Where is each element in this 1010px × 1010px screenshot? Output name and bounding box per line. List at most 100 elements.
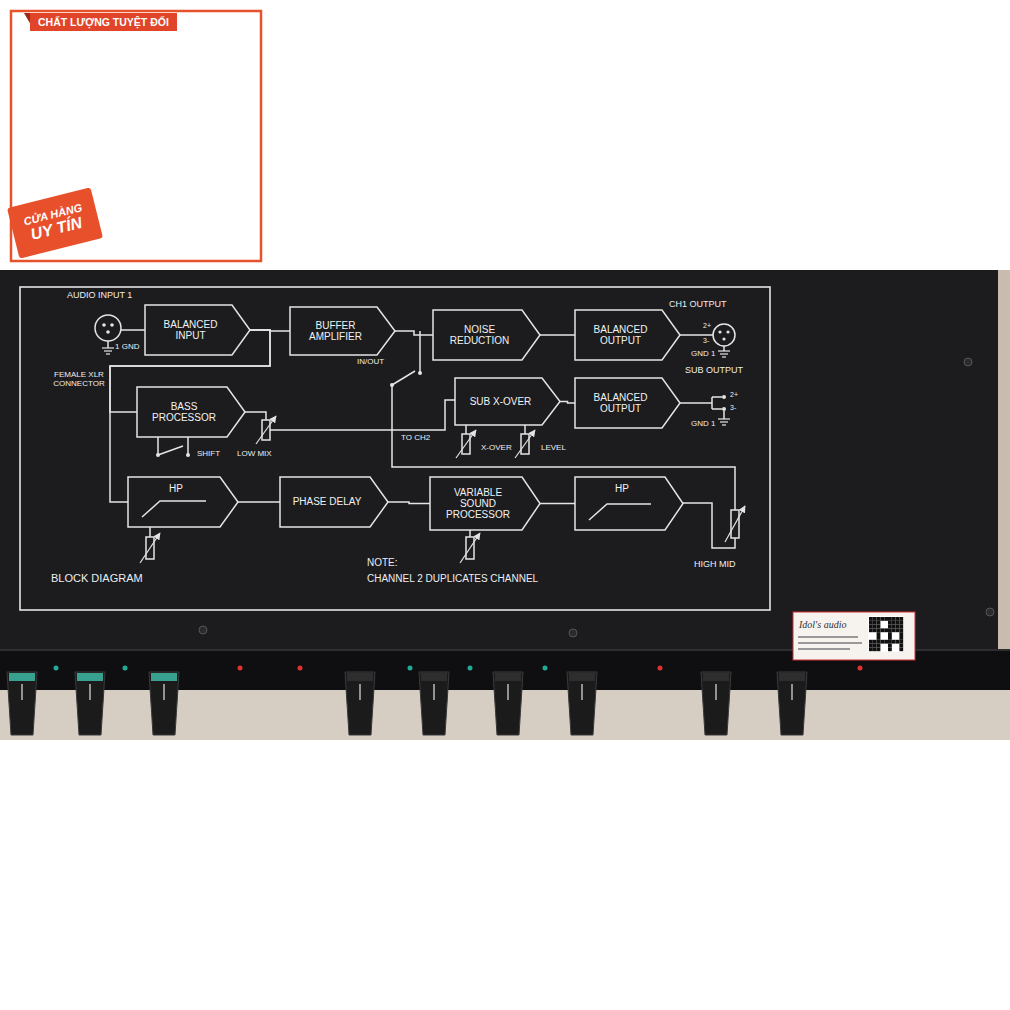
qr-cell — [899, 632, 903, 636]
signal-wire — [238, 501, 280, 503]
process-block: PHASE DELAY — [280, 477, 388, 527]
block-outline — [280, 477, 388, 527]
qr-cell — [869, 628, 873, 632]
knob — [149, 672, 179, 735]
knob-cap — [421, 673, 447, 681]
device-panel — [0, 270, 1010, 650]
knob-mark — [715, 684, 717, 700]
block-outline — [433, 310, 540, 360]
wire — [680, 402, 712, 404]
qr-cell — [873, 647, 877, 651]
wire — [149, 527, 151, 537]
diagram-label: 2+ — [729, 391, 739, 399]
diagram-label: TO CH2 — [400, 434, 431, 443]
block-outline — [290, 307, 395, 355]
wire — [121, 329, 145, 331]
qr-cell — [892, 625, 896, 629]
block-label: BALANCED OUTPUT — [581, 392, 660, 414]
block-label: HP — [134, 483, 218, 494]
knob-mark — [21, 684, 23, 700]
indicator-dot — [408, 666, 413, 671]
wire — [524, 425, 526, 434]
screw — [986, 608, 994, 616]
sticker-line — [798, 648, 850, 650]
qr-cell — [899, 636, 903, 640]
diagram-label: SHIFT — [196, 450, 221, 459]
knob — [75, 672, 105, 735]
wire — [187, 437, 189, 455]
diagram-label: X-OVER — [480, 444, 513, 453]
block-shape — [128, 477, 238, 527]
signal-wire — [110, 330, 270, 412]
block-label: BALANCED OUTPUT — [581, 324, 660, 346]
process-block: NOISE REDUCTION — [433, 310, 540, 360]
qr-cell — [896, 617, 900, 621]
qr-cell — [877, 647, 881, 651]
cardboard-edge — [998, 270, 1010, 650]
knob-mark — [163, 684, 165, 700]
diagram-label: LOW MIX — [236, 450, 273, 459]
knob — [7, 672, 37, 735]
diagram-label: 2+ — [702, 322, 712, 330]
block-label: HP — [581, 483, 663, 494]
knob-mark — [791, 684, 793, 700]
block-outline — [575, 310, 680, 360]
qr-cell — [899, 621, 903, 625]
pot-arrow — [456, 430, 476, 458]
indicator-dot — [858, 666, 863, 671]
screw — [199, 626, 207, 634]
indicator-dot — [298, 666, 303, 671]
ground-symbol — [720, 421, 728, 422]
ground-symbol — [718, 418, 730, 419]
qr-cell — [877, 621, 881, 625]
knob — [777, 672, 807, 735]
switch-lever — [158, 446, 183, 455]
diagram-label: SUB OUTPUT — [684, 366, 744, 376]
block-outline — [128, 477, 238, 527]
qr-cell — [884, 617, 888, 621]
indicator-dot — [543, 666, 548, 671]
knob-cap — [151, 673, 177, 681]
signal-wire — [110, 330, 270, 502]
process-block: BUFFER AMPLIFIER — [290, 307, 395, 355]
ground-symbol — [722, 356, 726, 357]
sticker-brand: Idol's audio — [798, 619, 847, 630]
diagram-label: GND 1 — [690, 350, 716, 359]
diagram-label: NOTE: — [366, 557, 399, 568]
block-outline — [575, 477, 683, 530]
pot-arrow — [140, 533, 160, 563]
qr-cell — [892, 621, 896, 625]
signal-wire — [395, 331, 433, 335]
quality-ribbon: CHẤT LƯỢNG TUYỆT ĐỐI — [30, 13, 177, 31]
qr-cell — [877, 632, 881, 636]
qr-cell — [873, 628, 877, 632]
knob-mark — [507, 684, 509, 700]
block-outline — [137, 387, 245, 437]
xlr-pin — [726, 330, 729, 333]
diagram-label: BLOCK DIAGRAM — [50, 572, 144, 584]
knob-mark — [89, 684, 91, 700]
wire — [392, 400, 455, 430]
switch-lever — [392, 371, 415, 385]
block-label: VARIABLE SOUND PROCESSOR — [436, 487, 520, 521]
qr-cell — [877, 644, 881, 648]
qr-cell — [880, 640, 884, 644]
knob — [345, 672, 375, 735]
qr-cell — [896, 640, 900, 644]
block-outline — [430, 477, 540, 530]
wire — [723, 411, 725, 419]
filter-slope-symbol — [142, 501, 206, 517]
block-outline — [575, 378, 680, 428]
sticker-line — [798, 636, 858, 638]
diagram-label: HIGH MID — [693, 560, 737, 570]
process-block: BALANCED INPUT — [145, 305, 250, 355]
qr-cell — [899, 625, 903, 629]
xlr-pin — [106, 330, 110, 334]
ground-symbol — [104, 350, 112, 351]
pot-arrow — [460, 533, 480, 563]
qr-cell — [892, 617, 896, 621]
ground-symbol — [106, 353, 110, 354]
knob-mark — [359, 684, 361, 700]
